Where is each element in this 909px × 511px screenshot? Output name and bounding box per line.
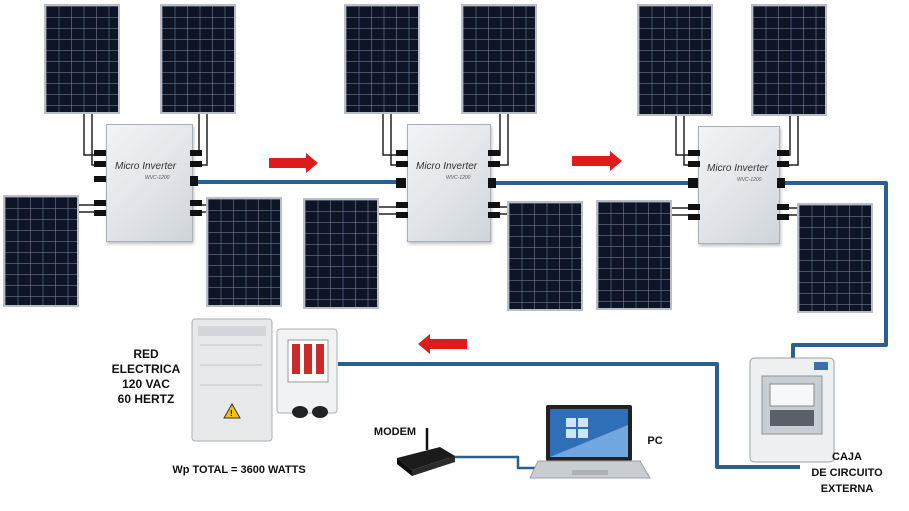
inverter-model: WVC-1200 bbox=[145, 175, 170, 181]
solar-panel-icon bbox=[3, 195, 79, 307]
solar-panel-icon bbox=[44, 4, 120, 114]
micro-inverter-icon: Micro Inverter WVC-1200 bbox=[698, 126, 780, 244]
caja-label: CAJA DE CIRCUITO EXTERNA bbox=[795, 449, 899, 497]
wp-total-label: Wp TOTAL = 3600 WATTS bbox=[172, 464, 306, 476]
solar-panel-icon bbox=[344, 4, 420, 114]
solar-panel-icon bbox=[507, 201, 583, 311]
solar-panel-icon bbox=[797, 203, 873, 313]
solar-panel-icon bbox=[160, 4, 236, 114]
solar-panel-icon bbox=[303, 198, 379, 309]
flow-arrow-icon bbox=[418, 334, 467, 354]
inverter-brand: Micro Inverter bbox=[115, 161, 177, 172]
inverter-brand: Micro Inverter bbox=[416, 161, 478, 172]
red-electrica-label: RED ELECTRICA 120 VAC 60 HERTZ bbox=[104, 347, 188, 407]
pc-label: PC bbox=[647, 435, 663, 447]
red-electrica-line-3: 120 VAC bbox=[122, 377, 170, 391]
cable-inv3-caja bbox=[772, 181, 888, 360]
inverter-model: WVC-1200 bbox=[737, 177, 762, 183]
red-electrica-line-4: 60 HERTZ bbox=[117, 392, 175, 406]
cable-modem-pc bbox=[451, 455, 540, 470]
cable-caja-grid bbox=[338, 362, 800, 469]
inverter-brand: Micro Inverter bbox=[707, 163, 769, 174]
solar-panel-icon bbox=[637, 4, 713, 116]
caja-line-1: CAJA bbox=[832, 451, 862, 463]
modem-label: MODEM bbox=[373, 426, 417, 438]
caja-line-2: DE CIRCUITO bbox=[811, 467, 883, 479]
red-electrica-line-1: RED bbox=[133, 347, 159, 361]
solar-panel-icon bbox=[596, 200, 672, 310]
solar-panel-icon bbox=[461, 4, 537, 114]
flow-arrow-icon bbox=[572, 151, 622, 171]
red-electrica-line-2: ELECTRICA bbox=[111, 362, 181, 376]
solar-panel-icon bbox=[751, 4, 827, 116]
caja-line-3: EXTERNA bbox=[820, 483, 874, 495]
svg-text:!: ! bbox=[230, 409, 233, 418]
solar-panel-icon bbox=[206, 197, 282, 307]
flow-arrow-icon bbox=[269, 153, 318, 173]
inverter-model: WVC-1200 bbox=[446, 175, 471, 181]
